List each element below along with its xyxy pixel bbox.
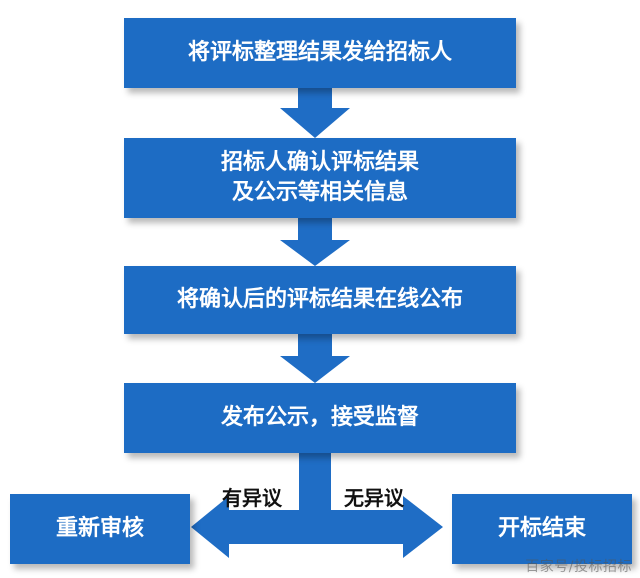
step-2-label-line-1: 招标人确认评标结果: [220, 150, 419, 176]
rereview-label: 重新审核: [55, 516, 144, 542]
down-arrow-1: [280, 88, 350, 138]
step-2-label: 招标人确认评标结果 及公示等相关信息: [221, 148, 419, 207]
branch-double-arrow: [191, 496, 443, 558]
down-arrow-3: [280, 333, 350, 383]
step-box-3: 将确认后的评标结果在线公布: [124, 266, 516, 334]
step-box-2: 招标人确认评标结果 及公示等相关信息: [124, 138, 516, 218]
step-4-label: 发布公示，接受监督: [220, 405, 419, 431]
bid-end-label: 开标结束: [497, 516, 586, 542]
down-arrow-2: [280, 217, 350, 266]
step-box-1: 将评标整理结果发给招标人: [124, 18, 516, 88]
step-2-label-line-2: 及公示等相关信息: [231, 180, 408, 205]
step-1-label: 将评标整理结果发给招标人: [187, 40, 452, 66]
step-3-label: 将确认后的评标结果在线公布: [176, 287, 463, 313]
edge-label-no-objection: 无异议: [344, 486, 404, 510]
step-box-4: 发布公示，接受监督: [124, 383, 516, 453]
rereview-box: 重新审核: [10, 494, 190, 564]
watermark-text: 百家号/投标招标: [525, 559, 632, 575]
edge-label-objection: 有异议: [222, 486, 282, 510]
bid-end-box: 开标结束: [452, 494, 632, 564]
